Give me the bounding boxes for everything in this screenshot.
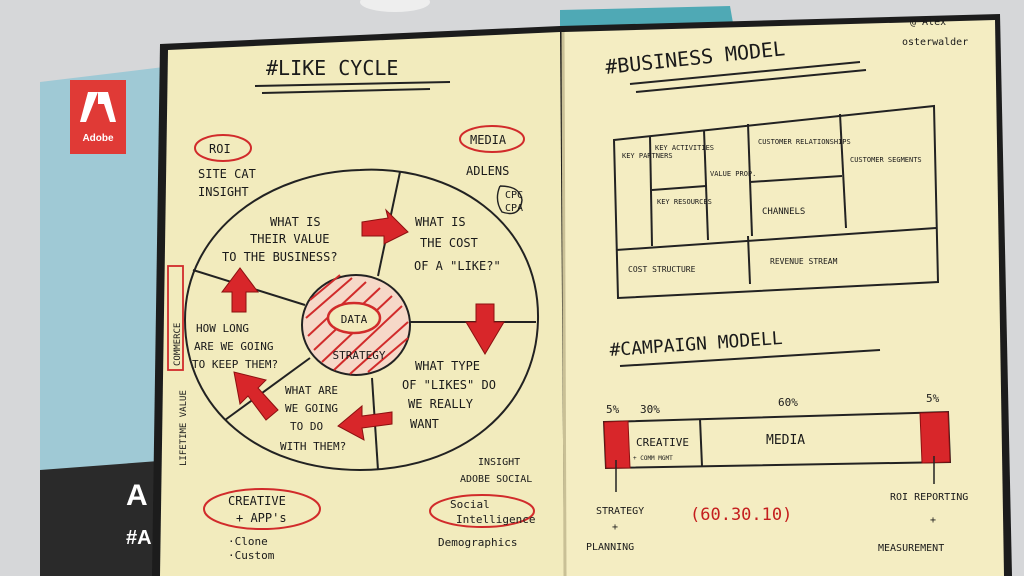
bar-creative-sub: + COMM MGMT [633,455,673,462]
roi-reporting-line-3: MEASUREMENT [878,543,944,554]
arrow-up-icon [221,267,259,313]
q-value-3: TO THE BUSINESS? [222,250,338,264]
lamp-glare [360,0,430,12]
author-line-2: osterwalder [902,37,968,48]
book-hashtag-fragment: #A [126,527,152,549]
clone-line-1: ·Clone [228,535,268,548]
side-commerce: COMMERCE [173,323,183,366]
creative-circle [203,488,321,530]
cm-underline [619,349,881,367]
bar-creative: CREATIVE [636,436,689,449]
background-book [40,66,172,576]
media-circle [459,125,525,153]
cycle-outer-circle [183,168,540,472]
cycle-divider-5 [224,357,311,421]
bar-label-60: 60% [778,396,798,409]
clone-line-2: ·Custom [228,549,275,562]
q-type-1: WHAT TYPE [415,359,480,373]
q-do-3: TO DO [290,420,323,433]
social-line-2: Intelligence [456,513,535,526]
q-keep-3: TO KEEP THEM? [192,358,278,371]
strategy-line-3: PLANNING [586,542,634,553]
roi-reporting-line-2: + [930,515,936,526]
notebook-gutter [561,31,567,576]
bar-label-5a: 5% [606,403,620,416]
background-book-dark-band [40,460,172,576]
canvas-key-resources: KEY RESOURCES [657,198,712,206]
roi-reporting-line-1: ROI REPORTING [890,492,968,503]
q-keep-2: ARE WE GOING [194,340,273,353]
cpa-label: CPA [505,203,523,214]
canvas-key-activities: KEY ACTIVITIES [655,144,714,152]
ratio-label: (60.30.10) [690,505,792,525]
strategy-segment [603,420,631,469]
social-circle [429,494,535,528]
bar-media: MEDIA [766,433,805,448]
side-lifetime-value: LIFETIME VALUE [179,390,189,466]
q-type-2: OF "LIKES" DO [402,378,496,392]
sitecat-line-2: INSIGHT [198,185,249,199]
q-keep-1: HOW LONG [196,322,249,335]
strategy-line-1: STRATEGY [596,506,644,517]
arrow-upleft-icon [233,371,279,421]
creative-line-1: CREATIVE [228,494,286,508]
bm-underline [629,61,861,85]
q-do-4: WITH THEM? [280,440,346,453]
cpc-label: CPC [505,190,523,201]
social-line-1: Social [450,498,490,511]
data-circle [326,301,382,335]
q-value-1: WHAT IS [270,215,321,229]
canvas-key-partners: KEY PARTNERS [622,152,673,160]
sitecat-line-1: SITE CAT [198,167,256,181]
like-cycle-title: #LIKE CYCLE [266,56,398,80]
adobe-logo-icon-left [80,92,98,122]
business-model-canvas [612,104,940,300]
q-value-2: THEIR VALUE [250,232,329,246]
roi-segment [919,411,951,464]
canvas-channels: CHANNELS [762,207,805,217]
bm-underline-2 [635,69,867,93]
q-do-1: WHAT ARE [285,384,338,397]
creative-line-2: + APP's [236,511,287,525]
canvas-customer-segments: CUSTOMER SEGMENTS [850,156,922,164]
commerce-box [167,265,184,371]
media-label: MEDIA [470,133,507,147]
adlens-label: ADLENS [466,164,509,178]
q-type-4: WANT [410,417,439,431]
roi-label: ROI [209,142,231,156]
bar-divider [699,418,703,467]
q-do-2: WE GOING [285,402,338,415]
adobe-logo-icon [98,92,116,122]
author-line-1: @ Alex [910,17,946,28]
social-line-3: Demographics [438,536,517,549]
center-data: DATA [341,313,368,326]
bar-label-30: 30% [640,403,660,416]
book-title-fragment: A [126,479,148,512]
title-underline-2 [261,88,431,94]
canvas-value-prop: VALUE PROP. [710,170,756,178]
adobe-logo-text: Adobe [82,133,114,144]
arrow-right-icon [361,208,409,245]
roi-circle [194,134,252,162]
q-type-3: WE REALLY [408,397,474,411]
insight-label: INSIGHT [478,457,520,468]
title-underline [254,81,451,87]
canvas-customer-relationships: CUSTOMER RELATIONSHIPS [758,138,851,146]
adobe-social-label: ADOBE SOCIAL [460,474,532,485]
right-page [564,20,1004,576]
center-strategy: STRATEGY [333,349,386,362]
cpc-bracket [496,185,523,215]
strategy-line-2: + [612,522,618,533]
canvas-revenue-stream: REVENUE STREAM [770,257,838,266]
q-cost-2: THE COST [420,236,478,250]
q-cost-3: OF A "LIKE?" [414,259,501,273]
arrow-down-icon [465,303,505,355]
q-cost-1: WHAT IS [415,215,466,229]
arrow-left-icon [337,404,393,441]
canvas-cost-structure: COST STRUCTURE [628,265,696,274]
bar-label-5b: 5% [926,392,940,405]
